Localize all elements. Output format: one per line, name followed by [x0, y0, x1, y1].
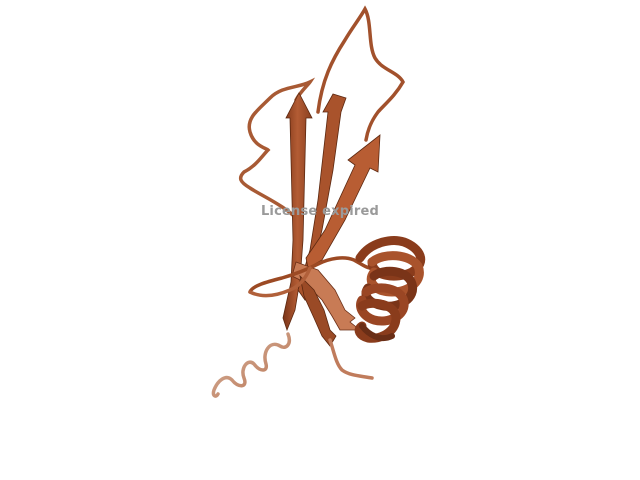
- coil-loop-left: [238, 77, 316, 224]
- coil-loop-middle-2: [248, 266, 312, 298]
- beta-strand-2: [297, 93, 347, 301]
- beta-strand-3: [305, 134, 381, 269]
- coil-loop-middle: [248, 256, 378, 294]
- coil-tail-right: [328, 338, 374, 380]
- beta-strand-5: [299, 274, 337, 347]
- watermark-text: License expired: [260, 204, 380, 219]
- alpha-helix: [354, 236, 426, 343]
- coil-tail-faded: [211, 332, 292, 398]
- coil-loop-top: [316, 5, 405, 142]
